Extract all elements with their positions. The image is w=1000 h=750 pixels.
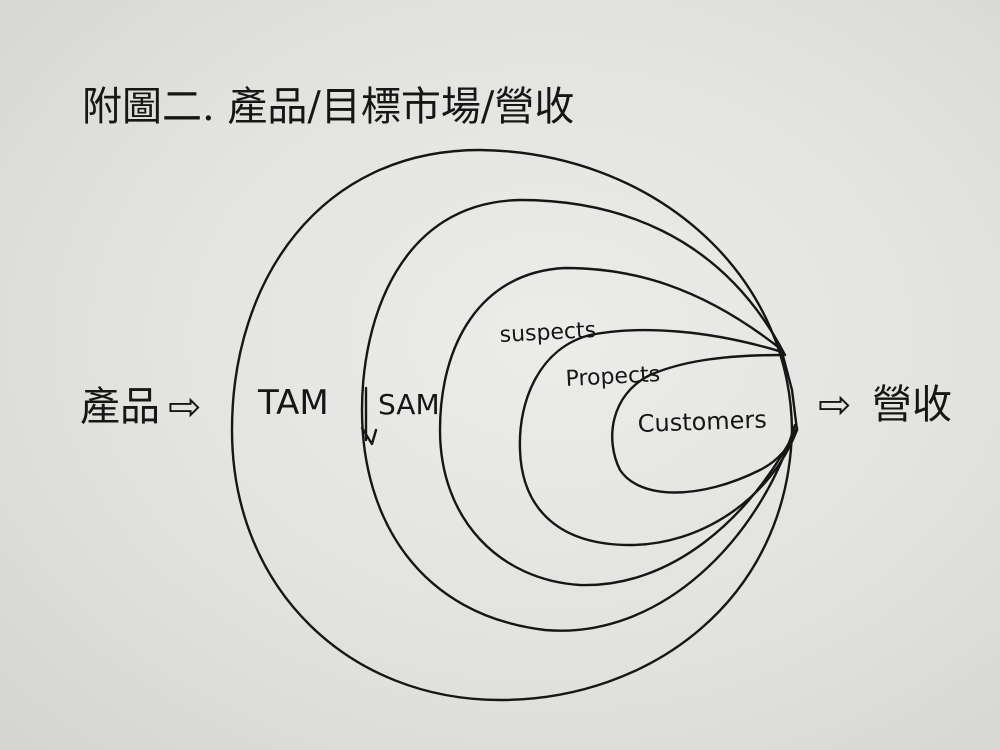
tam-sam-divider — [360, 386, 378, 446]
suspects-label: suspects — [499, 318, 597, 348]
prospects-label: Propects — [565, 362, 661, 392]
input-label: 產品 — [80, 384, 160, 430]
customers-label: Customers — [637, 406, 767, 438]
convergence-stroke — [780, 350, 799, 432]
output-label: 營收 — [872, 382, 952, 428]
sam-ring — [360, 198, 797, 632]
customers-ring — [611, 353, 799, 494]
tam-ring — [230, 148, 794, 702]
prospects-ring — [518, 328, 799, 547]
suspects-ring — [438, 266, 799, 587]
input-arrow-icon: ⇨ — [168, 384, 202, 430]
tam-label: TAM — [257, 383, 329, 423]
output-arrow-icon: ⇨ — [818, 382, 852, 428]
diagram-title: 附圖二. 產品/目標市場/營收 — [82, 84, 574, 130]
sam-label: SAM — [378, 388, 440, 421]
